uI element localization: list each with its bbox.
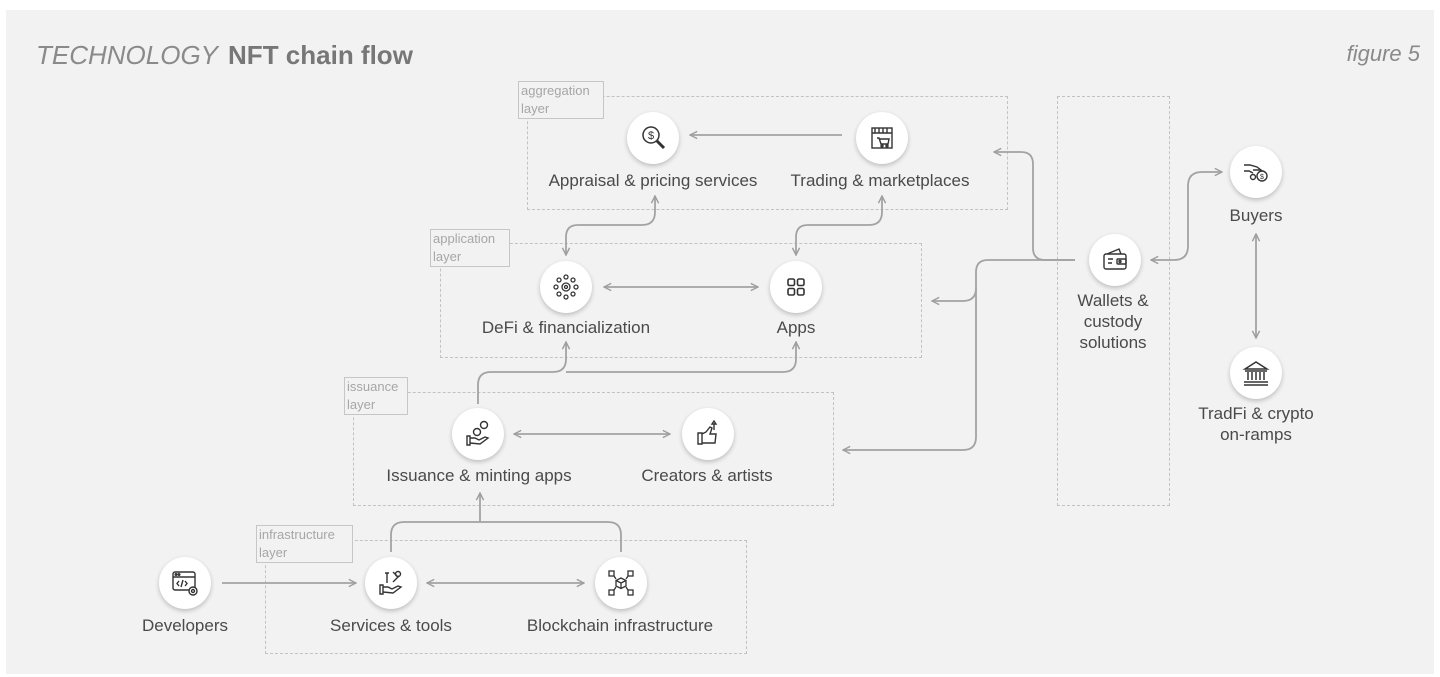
- blockchain-label: Blockchain infrastructure: [526, 616, 714, 635]
- arrow-wallets-issuance: [843, 288, 977, 450]
- hand-coins-icon: [452, 408, 504, 460]
- arrow-wallets-trading: [994, 152, 1075, 261]
- application-layer-box: [440, 243, 922, 358]
- app-grid-icon: [770, 261, 822, 313]
- arrow-trading-apps: [796, 196, 882, 255]
- svg-text:$: $: [1260, 174, 1264, 181]
- cube-network-icon: [595, 557, 647, 609]
- arrow-issuance-defi: [477, 342, 566, 404]
- wallets-column-box: [1057, 96, 1170, 506]
- hand-tools-icon: [365, 557, 417, 609]
- magnifier-dollar-icon: $: [627, 112, 679, 164]
- aggregation-layer-box: [527, 96, 1008, 210]
- appraisal-label: Appraisal & pricing services: [548, 171, 758, 190]
- apps-label: Apps: [776, 318, 816, 337]
- arrow-services-issuance: [390, 521, 622, 552]
- code-window-gear-icon: [159, 557, 211, 609]
- trading-label: Trading & marketplaces: [790, 171, 970, 190]
- issuance-layer-box: [353, 392, 834, 506]
- services-label: Services & tools: [330, 616, 452, 635]
- issuance-label: Issuance & minting apps: [386, 466, 572, 485]
- svg-text:$: $: [648, 130, 654, 142]
- issuance-layer-tag: issuance layer: [344, 377, 408, 415]
- wallet-icon: [1089, 234, 1141, 286]
- wallets-label: Wallets & custody solutions: [1077, 291, 1149, 352]
- infrastructure-layer-box: [265, 540, 747, 654]
- title-light: TECHNOLOGY: [36, 40, 219, 70]
- infrastructure-layer-tag: infrastructure layer: [256, 525, 353, 563]
- arrow-issuance-apps: [566, 342, 796, 373]
- application-layer-tag: application layer: [430, 229, 510, 267]
- developers-label: Developers: [142, 616, 228, 635]
- hand-brush-icon: [682, 408, 734, 460]
- creators-label: Creators & artists: [641, 466, 773, 485]
- diagram-panel: [6, 10, 1434, 674]
- title-bold: NFT chain flow: [228, 40, 413, 70]
- buyers-label: Buyers: [1229, 206, 1283, 225]
- tradfi-label: TradFi & crypto on-ramps: [1198, 404, 1314, 444]
- figure-number: figure 5: [1346, 41, 1420, 66]
- bank-icon: [1230, 347, 1282, 399]
- page-title: TECHNOLOGY NFT chain flow: [36, 40, 413, 70]
- arrow-wallets-apps: [932, 259, 1075, 301]
- defi-label: DeFi & financialization: [481, 318, 651, 337]
- hand-money-icon: $: [1230, 146, 1282, 198]
- network-hub-icon: [540, 261, 592, 313]
- arrow-wallets-buyers: [1151, 172, 1222, 260]
- arrow-appraisal-defi: [566, 196, 655, 255]
- aggregation-layer-tag: aggregation layer: [518, 81, 604, 119]
- storefront-cart-icon: [856, 112, 908, 164]
